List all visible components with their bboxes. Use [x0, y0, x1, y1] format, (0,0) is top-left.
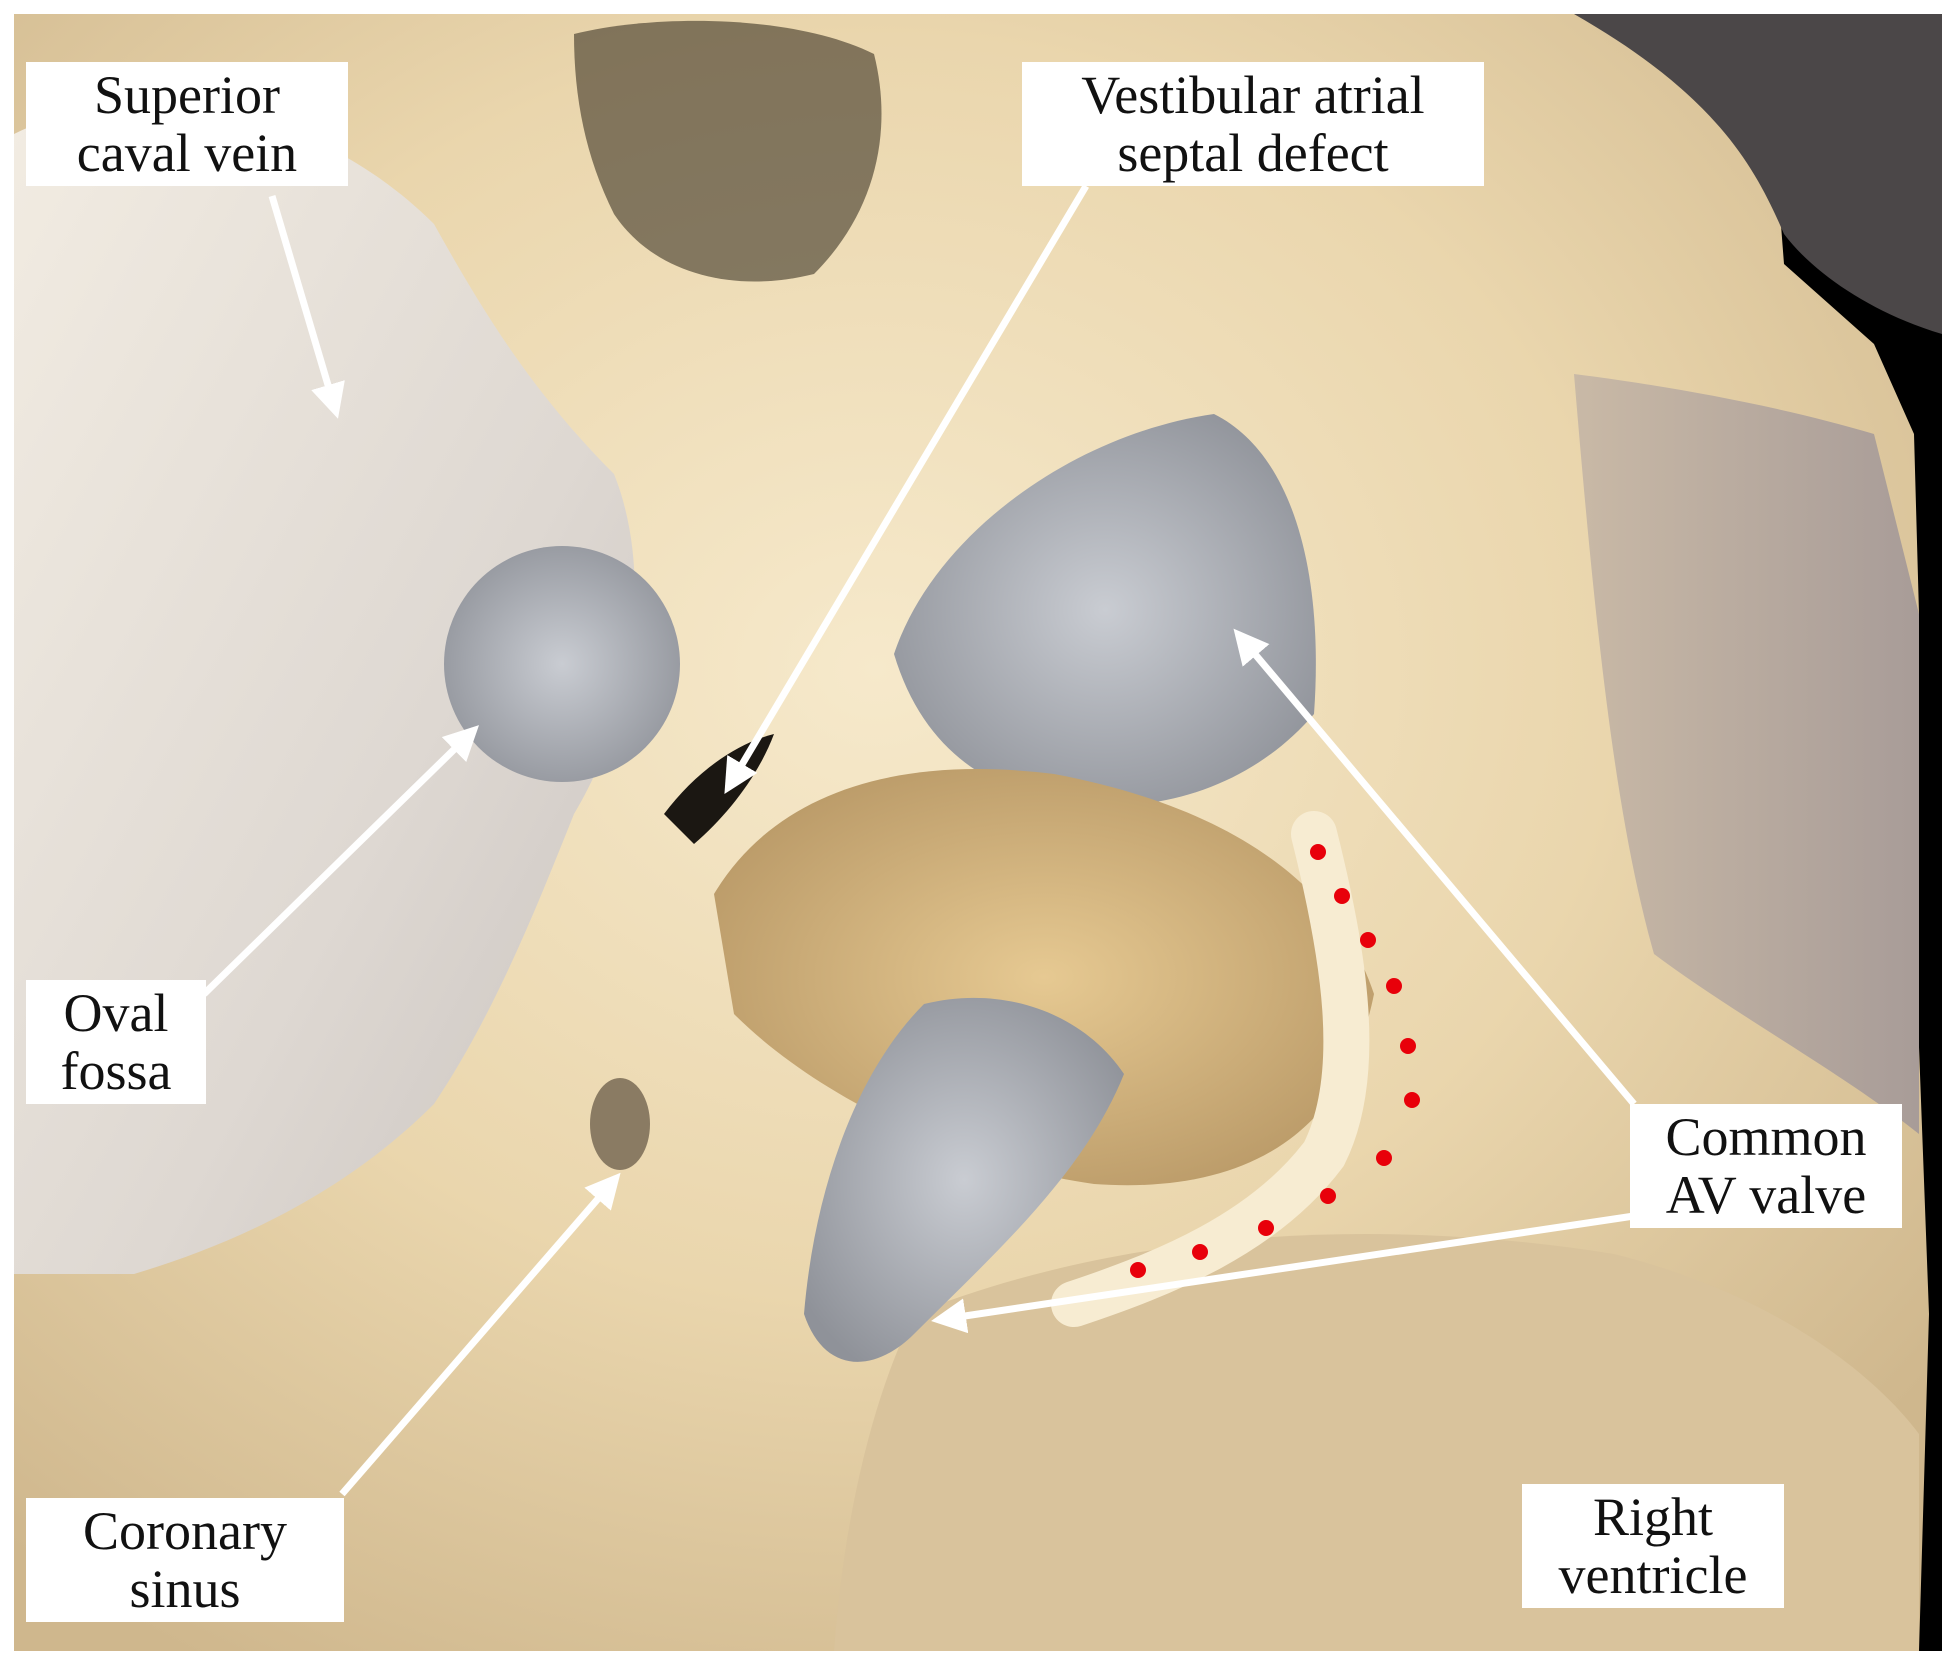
- pointer-arrows: [201, 184, 1637, 1497]
- oval-fossa-membrane: [444, 546, 680, 782]
- arrow-coronary-sinus: [339, 1172, 621, 1497]
- superior-bridging-leaflet: [894, 414, 1316, 806]
- arrow-superior-caval-vein: [268, 195, 345, 419]
- arrow-oval-fossa: [201, 725, 480, 997]
- label-coronary-sinus: Coronary sinus: [26, 1498, 344, 1622]
- septal-ridge: [1051, 811, 1370, 1327]
- arrow-common-av-valve-upper: [1233, 628, 1637, 1107]
- inferior-bridging-leaflet: [804, 997, 1124, 1362]
- label-superior-caval-vein: Superior caval vein: [26, 62, 348, 186]
- label-vestibular-atrial-septal-defect: Vestibular atrial septal defect: [1022, 62, 1484, 186]
- coronary-sinus-orifice: [590, 1078, 650, 1170]
- heart-specimen-photo: [14, 14, 1942, 1651]
- label-common-av-valve: Common AV valve: [1630, 1104, 1902, 1228]
- upper-recess: [574, 20, 882, 282]
- label-right-ventricle: Right ventricle: [1522, 1484, 1784, 1608]
- upper-right-corner: [1574, 14, 1942, 334]
- dotted-line: [1130, 844, 1420, 1278]
- arrow-common-av-valve-lower: [931, 1212, 1635, 1334]
- label-oval-fossa: Oval fossa: [26, 980, 206, 1104]
- right-ventricle-wall: [1574, 374, 1919, 1134]
- arrow-vestibular-asd: [724, 184, 1090, 795]
